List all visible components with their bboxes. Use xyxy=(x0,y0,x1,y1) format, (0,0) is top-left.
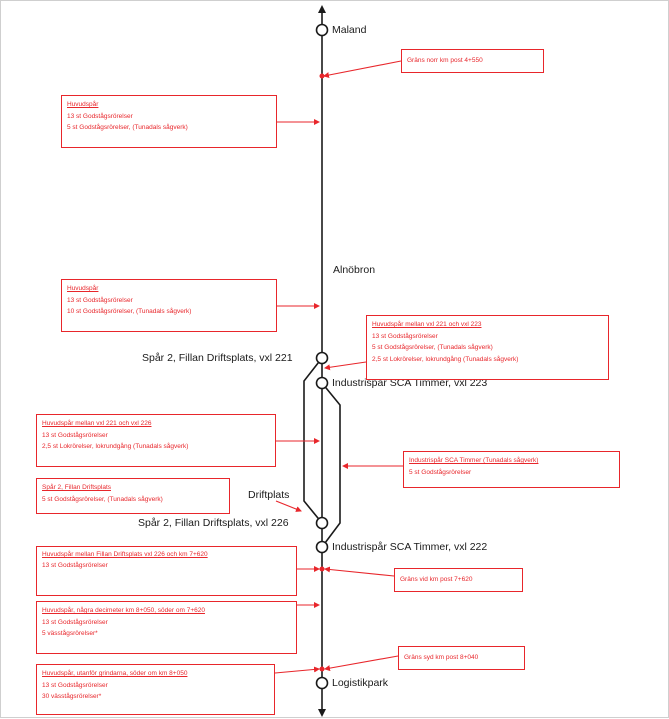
annotation-line: Gräns norr km post 4+550 xyxy=(407,57,483,64)
annotation-boundary-km7620: Gräns vid km post 7+620 xyxy=(394,568,523,592)
annotation-title: Huvudspår xyxy=(67,101,99,108)
annotation-boundary-south: Gräns syd km post 8+040 xyxy=(398,646,525,670)
connector-b12 xyxy=(274,666,320,674)
annotation-main-track-north: Huvudspår 13 st Godstågsrörelser 5 st Go… xyxy=(61,95,277,148)
annotation-km8050-north: Huvudspår, några decimeter km 8+050, söd… xyxy=(36,601,297,654)
siding-right xyxy=(321,382,341,548)
connector-b11 xyxy=(324,655,399,672)
annotation-line: Gräns syd km post 8+040 xyxy=(404,654,479,661)
station-circle-vxl221[interactable] xyxy=(315,351,329,365)
annotation-title: Huvudspår xyxy=(67,285,99,292)
annotation-line: 13 st Godstågsrörelser xyxy=(42,561,108,569)
annotation-title: Industrispår SCA Timmer (Tunadals sågver… xyxy=(409,457,539,464)
annotation-line: 5 st Godstågsrörelser xyxy=(409,468,472,476)
station-circle-vxl223[interactable] xyxy=(315,376,329,390)
annotation-line: 13 st Godstågsrörelser xyxy=(67,296,133,304)
connector-b7 xyxy=(275,500,302,512)
annotation-title: Huvudspår mellan vxl 221 och vxl 226 xyxy=(42,420,152,427)
label-vxl226: Spår 2, Fillan Driftsplats, vxl 226 xyxy=(138,517,289,529)
annotation-line: 13 st Godstågsrörelser xyxy=(42,618,108,626)
station-circle-logistikpark[interactable] xyxy=(315,676,329,690)
connector-b1 xyxy=(323,60,402,78)
annotation-title: Huvudspår, utanför grindarna, söder om k… xyxy=(42,670,188,677)
station-circle-vxl222[interactable] xyxy=(315,540,329,554)
label-vxl222: Industrispår SCA Timmer, vxl 222 xyxy=(332,541,488,553)
label-alnobron: Alnöbron xyxy=(333,264,376,276)
annotation-line: 5 st Godstågsrörelser, (Tunadals sågverk… xyxy=(372,344,493,351)
annotation-title: Huvudspår mellan vxl 221 och vxl 223 xyxy=(372,321,482,328)
annotation-vxl221-vxl223: Huvudspår mellan vxl 221 och vxl 223 13 … xyxy=(366,315,609,380)
annotation-line: 13 st Godstågsrörelser xyxy=(42,431,108,439)
annotation-industrial-track: Industrispår SCA Timmer (Tunadals sågver… xyxy=(403,451,620,488)
annotation-line: 13 st Godstågsrörelser xyxy=(372,332,438,340)
annotation-vxl226-km7620: Huvudspår mellan Fillan Driftsplats vxl … xyxy=(36,546,297,596)
annotation-line: 5 st Godstågsrörelser, (Tunadals sågverk… xyxy=(42,495,163,503)
annotation-track2-fillan: Spår 2, Fillan Driftsplats 5 st Godstågs… xyxy=(36,478,230,514)
label-logistikpark: Logistikpark xyxy=(332,677,389,689)
station-circle-vxl226[interactable] xyxy=(315,516,329,530)
annotation-line: 13 st Godstågsrörelser xyxy=(42,681,108,689)
annotation-boundary-north: Gräns norr km post 4+550 xyxy=(401,49,544,73)
annotation-main-track-alnobron: Huvudspår 13 st Godstågsrörelser 10 st G… xyxy=(61,279,277,332)
annotation-title: Spår 2, Fillan Driftsplats xyxy=(42,484,111,491)
annotation-line: 10 st Godstågsrörelser, (Tunadals sågver… xyxy=(67,308,192,315)
boundary-dot-south xyxy=(319,666,325,672)
label-vxl221: Spår 2, Fillan Driftsplats, vxl 221 xyxy=(142,352,293,364)
boundary-dot-mid xyxy=(319,566,325,572)
annotation-line: Gräns vid km post 7+620 xyxy=(400,576,473,583)
annotation-line: 30 vässtågsrörelser* xyxy=(42,693,102,700)
label-maland: Maland xyxy=(332,24,367,36)
boundary-dot-north xyxy=(319,73,325,79)
label-vxl223: Industrispår SCA Timmer, vxl 223 xyxy=(332,377,488,389)
annotation-outside-gates: Huvudspår, utanför grindarna, söder om k… xyxy=(36,664,275,715)
annotation-line: 2,5 st Lokrörelser, lokrundgång (Tunadal… xyxy=(42,443,189,450)
label-driftplats: Driftplats xyxy=(248,489,290,501)
annotation-line: 5 st Godstågsrörelser, (Tunadals sågverk… xyxy=(67,124,188,131)
connector-b9 xyxy=(324,566,395,577)
connector-b4 xyxy=(324,361,367,371)
annotation-line: 5 vässtågsrörelser* xyxy=(42,630,98,637)
annotation-vxl221-vxl226: Huvudspår mellan vxl 221 och vxl 226 13 … xyxy=(36,414,276,467)
station-circle-maland[interactable] xyxy=(315,23,329,37)
annotation-title: Huvudspår mellan Fillan Driftsplats vxl … xyxy=(42,551,208,558)
annotation-line: 2,5 st Lokrörelser, lokrundgång (Tunadal… xyxy=(372,355,519,363)
annotation-title: Huvudspår, några decimeter km 8+050, söd… xyxy=(42,607,205,614)
annotation-line: 13 st Godstågsrörelser xyxy=(67,112,133,120)
